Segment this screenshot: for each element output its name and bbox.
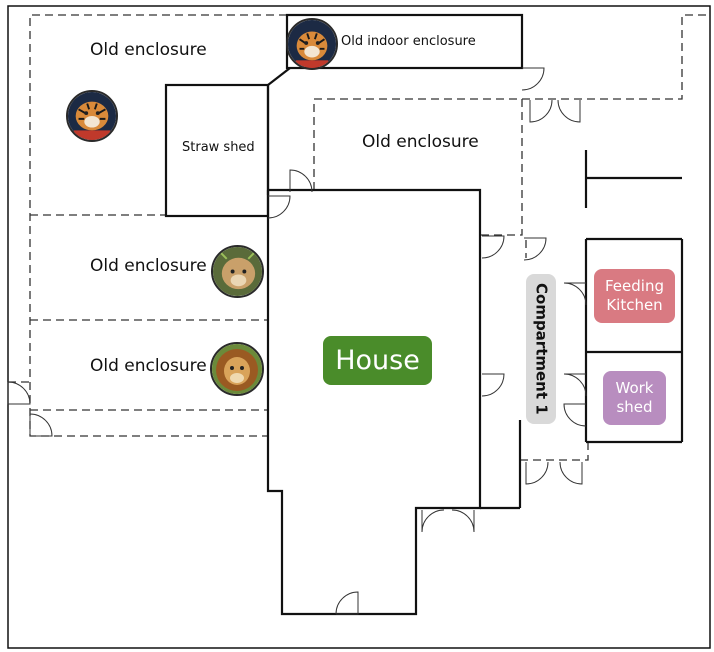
solid-walls <box>164 13 684 616</box>
dashed-walls <box>8 14 710 461</box>
lioness-icon <box>211 245 264 298</box>
old-enclosure-mid-left-label: Old enclosure <box>90 256 207 276</box>
feeding-kitchen-badge: Feeding Kitchen <box>594 269 675 323</box>
straw-shed-label: Straw shed <box>182 140 255 155</box>
old-enclosure-center-label: Old enclosure <box>362 132 479 152</box>
compartment-label: Compartment 1 <box>532 283 551 415</box>
old-enclosure-lower-left-label: Old enclosure <box>90 356 207 376</box>
doors <box>7 67 587 615</box>
tiger-icon <box>286 18 338 70</box>
compartment-badge: Compartment 1 <box>526 274 556 424</box>
work-shed-badge: Work shed <box>603 371 666 425</box>
old-indoor-enclosure-label: Old indoor enclosure <box>341 34 476 49</box>
house-badge: House <box>323 336 432 385</box>
outer-boundary <box>7 5 711 649</box>
lion-icon <box>210 342 264 396</box>
old-enclosure-top-left-label: Old enclosure <box>90 40 207 60</box>
tiger-icon <box>66 90 118 142</box>
